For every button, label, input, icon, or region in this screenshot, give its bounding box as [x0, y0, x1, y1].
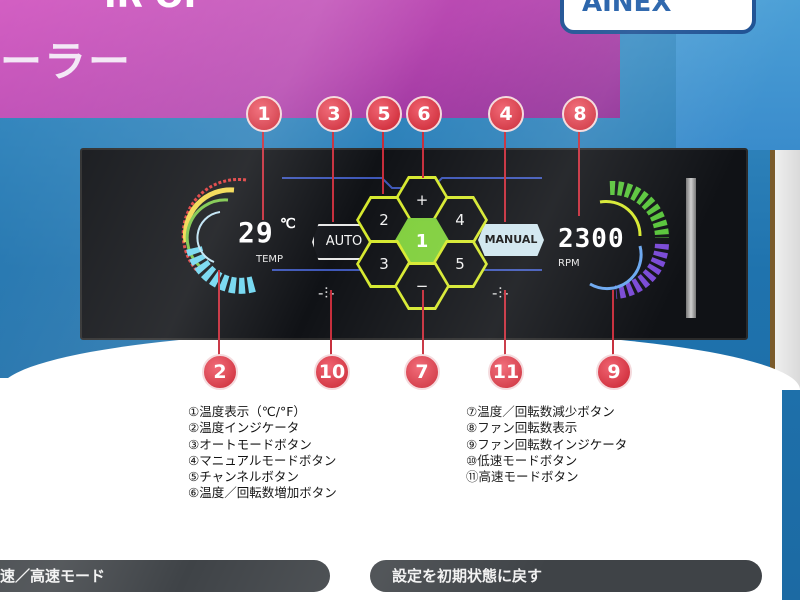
brand-logo-text: AINEX: [582, 0, 672, 18]
callout-line-10: [330, 290, 332, 356]
callout-10: 10: [314, 354, 350, 390]
panel-side-strip: [686, 178, 696, 318]
legend-item: ①温度表示（℃/°F）: [188, 404, 306, 419]
callout-line-5: [382, 128, 384, 194]
brand-logo: AINEX: [560, 0, 756, 34]
banner-top-text: IR OF: [104, 0, 207, 16]
callout-9: 9: [596, 354, 632, 390]
callout-line-11: [504, 290, 506, 356]
callout-3: 3: [316, 96, 352, 132]
callout-2: 2: [202, 354, 238, 390]
fan-speed-label: RPM: [558, 258, 580, 269]
callout-4: 4: [488, 96, 524, 132]
bottom-heading-right-text: 設定を初期状態に戻す: [392, 567, 543, 585]
callout-5: 5: [366, 96, 402, 132]
low-speed-mode-button[interactable]: -⫶-: [318, 284, 336, 302]
legend-right: ⑦温度／回転数減少ボタン ⑧ファン回転数表示 ⑨ファン回転数インジケータ ⑩低速…: [466, 404, 627, 485]
legend-item: ⑧ファン回転数表示: [466, 420, 578, 436]
legend-item: ⑤チャンネルボタン: [188, 469, 299, 485]
temperature-readout: 29: [238, 216, 274, 249]
legend-item: ⑨ファン回転数インジケータ: [466, 436, 628, 452]
bottom-heading-left: 速／高速モード: [0, 560, 330, 592]
callout-line-7: [422, 290, 424, 356]
high-speed-mode-button[interactable]: -⫶-: [492, 284, 510, 302]
package-edge: [770, 150, 800, 390]
fan-speed-readout: 2300: [558, 224, 625, 254]
legend-item: ⑪高速モードボタン: [466, 469, 579, 485]
fan-controller-panel: 29 ℃ TEMP AUTO MANUAL + 2 4 1 3 5 − -⫶- …: [80, 148, 748, 340]
callout-line-4: [504, 128, 506, 222]
manual-mode-button[interactable]: MANUAL: [478, 224, 544, 256]
package-banner: IR OF ーラー: [0, 0, 620, 118]
temperature-label: TEMP: [256, 254, 284, 265]
fan-speed-indicator: [589, 180, 669, 299]
callout-line-9: [612, 290, 614, 356]
legend-left: ①温度表示（℃/°F） ②温度インジケータ ③オートモードボタン ④マニュアルモ…: [188, 404, 337, 502]
callout-8: 8: [562, 96, 598, 132]
callout-1: 1: [246, 96, 282, 132]
bottom-heading-right: 設定を初期状態に戻す: [370, 560, 762, 592]
callout-line-2: [218, 270, 220, 360]
banner-title: ーラー: [0, 37, 133, 86]
legend-item: ④マニュアルモードボタン: [188, 452, 337, 468]
callout-11: 11: [488, 354, 524, 390]
legend-item: ②温度インジケータ: [188, 420, 300, 436]
callout-7: 7: [404, 354, 440, 390]
legend-item: ⑥温度／回転数増加ボタン: [188, 485, 337, 501]
temperature-unit: ℃: [280, 216, 296, 232]
callout-6: 6: [406, 96, 442, 132]
callout-line-8: [578, 128, 580, 216]
legend-item: ⑩低速モードボタン: [466, 452, 578, 468]
bottom-heading-left-text: 速／高速モード: [0, 567, 106, 585]
legend-item: ③オートモードボタン: [188, 436, 312, 452]
legend-item: ⑦温度／回転数減少ボタン: [466, 404, 615, 419]
callout-line-6: [422, 128, 424, 178]
callout-line-1: [262, 128, 264, 220]
temperature-indicator: [181, 177, 257, 294]
callout-line-3: [332, 128, 334, 222]
